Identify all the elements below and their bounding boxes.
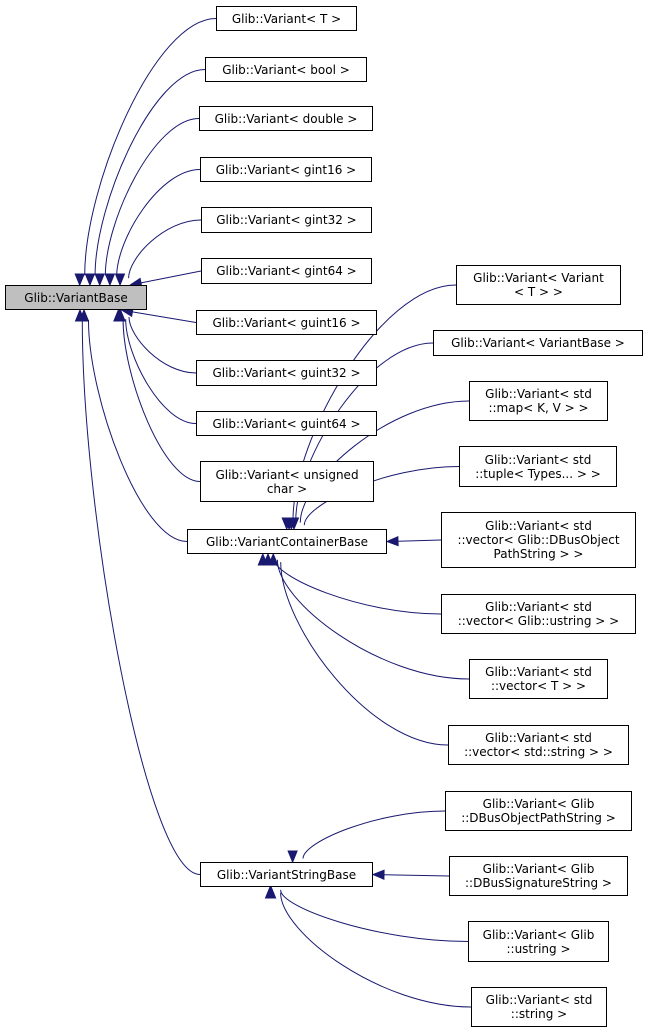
class-node-v-vec-dbus[interactable]: Glib::Variant< std::vector< Glib::DBusOb… bbox=[441, 512, 636, 568]
class-node-label: Glib::Variant< gint16 > bbox=[215, 162, 357, 177]
class-node-v-map[interactable]: Glib::Variant< std::map< K, V > > bbox=[469, 381, 608, 421]
class-node-label: Glib::Variant< VariantBase > bbox=[451, 336, 625, 350]
class-node-label: ::vector< Glib::ustring > > bbox=[457, 614, 620, 628]
class-node-label: Glib::Variant< Glib bbox=[482, 797, 595, 811]
inheritance-edge bbox=[122, 319, 201, 482]
class-node-v-ustring[interactable]: Glib::Variant< Glib::ustring > bbox=[468, 921, 609, 962]
inheritance-arrowhead bbox=[287, 850, 298, 864]
class-node-v-guint32[interactable]: Glib::Variant< guint32 > bbox=[196, 360, 377, 386]
class-node-v-vec-string[interactable]: Glib::Variant< std::vector< std::string … bbox=[448, 725, 629, 765]
class-node-label: ::vector< std::string > > bbox=[464, 745, 613, 759]
inheritance-arrowhead bbox=[371, 869, 385, 880]
inheritance-arrowhead bbox=[268, 552, 279, 566]
class-node-label: Glib::Variant< unsigned bbox=[215, 467, 359, 482]
class-node-v-vec-t[interactable]: Glib::Variant< std::vector< T > > bbox=[469, 659, 608, 699]
inheritance-edge bbox=[84, 18, 217, 276]
class-node-label: Glib::Variant< guint16 > bbox=[212, 315, 361, 330]
inheritance-arrowhead bbox=[385, 535, 399, 547]
class-node-label: Glib::Variant< std bbox=[485, 993, 593, 1007]
class-node-v-dbus-objpath[interactable]: Glib::Variant< Glib::DBusObjectPathStrin… bbox=[445, 791, 632, 831]
class-node-label: Glib::Variant< std bbox=[485, 600, 592, 614]
class-node-v-gint64[interactable]: Glib::Variant< gint64 > bbox=[201, 258, 372, 284]
class-node-label: ::vector< Glib::DBusObject bbox=[457, 533, 620, 547]
inheritance-edge bbox=[125, 319, 197, 424]
class-node-label: ::vector< T > > bbox=[490, 679, 587, 693]
class-node-v-guint16[interactable]: Glib::Variant< guint16 > bbox=[196, 310, 377, 335]
inheritance-arrowhead bbox=[104, 273, 116, 287]
class-node-v-guint64[interactable]: Glib::Variant< guint64 > bbox=[196, 411, 377, 436]
inheritance-edge bbox=[397, 539, 442, 542]
inheritance-edge bbox=[140, 270, 202, 284]
inheritance-edge bbox=[87, 320, 188, 542]
inheritance-edge bbox=[299, 400, 470, 523]
class-node-v-gint16[interactable]: Glib::Variant< gint16 > bbox=[200, 157, 372, 182]
class-node-label: Glib::Variant< std bbox=[485, 387, 592, 401]
inheritance-arrowhead bbox=[74, 308, 86, 322]
class-node-label: Glib::Variant< gint32 > bbox=[216, 213, 357, 227]
inheritance-arrowhead bbox=[114, 273, 126, 287]
inheritance-edge bbox=[116, 169, 201, 277]
class-node-label: Glib::VariantContainerBase bbox=[205, 534, 369, 549]
inheritance-arrowhead bbox=[74, 273, 85, 287]
class-node-label: Glib::Variant< std bbox=[485, 665, 592, 679]
class-node-v-bool[interactable]: Glib::Variant< bool > bbox=[205, 57, 367, 82]
inheritance-edge bbox=[128, 219, 202, 279]
class-node-variantbase: Glib::VariantBase bbox=[5, 285, 147, 310]
class-node-label: ::DBusSignatureString > bbox=[465, 876, 612, 890]
class-node-v-variantbase[interactable]: Glib::Variant< VariantBase > bbox=[433, 330, 643, 356]
inheritance-arrowhead bbox=[113, 308, 124, 322]
class-node-label: Glib::Variant< Variant bbox=[473, 271, 604, 285]
class-node-label: ::string > bbox=[510, 1007, 568, 1021]
class-node-label: ::map< K, V > > bbox=[488, 401, 589, 415]
class-node-label: Glib::Variant< guint32 > bbox=[212, 366, 361, 380]
inheritance-arrowhead bbox=[288, 517, 300, 531]
inheritance-edge bbox=[280, 889, 469, 942]
class-node-label: ::DBusObjectPathString > bbox=[461, 811, 616, 825]
class-node-label: Glib::Variant< Glib bbox=[482, 927, 595, 942]
class-node-containerbase[interactable]: Glib::VariantContainerBase bbox=[187, 529, 387, 554]
class-node-v-gint32[interactable]: Glib::Variant< gint32 > bbox=[201, 207, 372, 233]
class-node-label: Glib::VariantStringBase bbox=[216, 867, 357, 882]
class-node-label: Glib::Variant< bool > bbox=[222, 62, 350, 77]
inheritance-edge bbox=[81, 320, 201, 875]
class-node-label: ::tuple< Types... > > bbox=[475, 466, 601, 481]
class-node-v-t[interactable]: Glib::Variant< T > bbox=[216, 6, 357, 31]
inheritance-arrowhead bbox=[94, 273, 105, 287]
class-node-label: Glib::VariantBase bbox=[24, 290, 128, 305]
class-node-v-tuple[interactable]: Glib::Variant< std::tuple< Types... > > bbox=[459, 446, 617, 487]
class-node-label: Glib::Variant< double > bbox=[214, 111, 358, 126]
class-node-label: Glib::Variant< std bbox=[485, 731, 592, 745]
class-node-label: ::ustring > bbox=[506, 941, 571, 956]
class-node-label: Glib::Variant< guint64 > bbox=[212, 416, 361, 431]
inheritance-edge bbox=[104, 118, 200, 276]
class-node-label: Glib::Variant< Glib bbox=[482, 862, 595, 876]
class-node-v-string[interactable]: Glib::Variant< std::string > bbox=[471, 987, 607, 1027]
class-node-label: Glib::Variant< gint64 > bbox=[216, 264, 357, 278]
class-node-label: PathString > > bbox=[493, 547, 584, 561]
class-node-v-vec-ustring[interactable]: Glib::Variant< std::vector< Glib::ustrin… bbox=[441, 594, 636, 634]
class-node-v-dbus-sig[interactable]: Glib::Variant< Glib::DBusSignatureString… bbox=[449, 856, 628, 896]
class-node-label: < T > > bbox=[514, 285, 563, 299]
inheritance-edge bbox=[132, 311, 197, 323]
class-node-v-variant-t[interactable]: Glib::Variant< Variant< T > > bbox=[456, 265, 621, 305]
class-node-v-double[interactable]: Glib::Variant< double > bbox=[199, 106, 373, 131]
inheritance-edge bbox=[272, 557, 442, 615]
class-node-stringbase[interactable]: Glib::VariantStringBase bbox=[200, 862, 373, 887]
class-node-label: Glib::Variant< std bbox=[484, 452, 592, 467]
class-node-label: Glib::Variant< T > bbox=[231, 11, 342, 26]
inheritance-edge bbox=[94, 69, 206, 276]
class-node-label: Glib::Variant< std bbox=[485, 519, 592, 533]
inheritance-edge bbox=[280, 562, 449, 746]
inheritance-edge bbox=[383, 874, 450, 877]
class-node-label: char > bbox=[266, 481, 308, 496]
inheritance-edge bbox=[302, 810, 446, 859]
inheritance-arrowhead bbox=[84, 273, 96, 287]
inheritance-edge bbox=[280, 892, 472, 1008]
inheritance-edge bbox=[128, 317, 197, 374]
inheritance-arrowhead bbox=[265, 885, 277, 899]
